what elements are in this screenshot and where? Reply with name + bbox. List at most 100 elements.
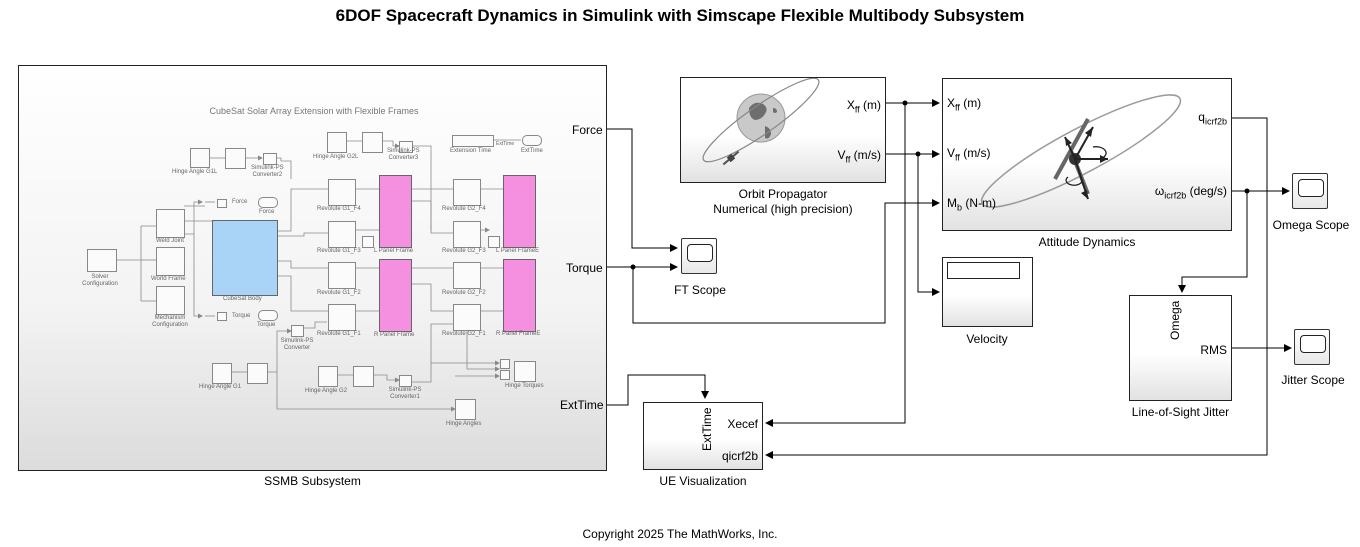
velocity-line — [917, 154, 940, 296]
revolute-g1-f2-label: Revolute G1_F2 — [317, 290, 361, 296]
orbit-xff-port: Xff (m) — [846, 98, 881, 115]
junction-dot — [915, 151, 921, 157]
solver-configuration-block — [87, 249, 117, 272]
hinge-g1-gain-block — [247, 363, 268, 384]
sps-converter3-block — [399, 141, 413, 153]
los-omega-port: Omega — [1168, 300, 1182, 340]
q-line — [765, 117, 1268, 459]
hinge-torque-mux-1 — [500, 359, 510, 369]
weld-joint-block — [156, 209, 185, 238]
hinge-angle-g1l-label: Hinge Angle G1L — [172, 169, 218, 175]
force-outport-label: Force — [259, 209, 275, 215]
l-panel-frame-e-label: L Panel FrameE — [496, 248, 540, 254]
ext-time-outport — [522, 135, 542, 146]
hinge-angle-g1l-block — [190, 148, 210, 168]
orbit-vff-port: Vff (m/s) — [837, 148, 881, 165]
ext-time-tag: ExtTime — [496, 141, 515, 147]
attitude-dynamics-label: Attitude Dynamics — [1038, 235, 1136, 249]
revolute-g2-f3-block — [453, 221, 481, 248]
r-panel-frame-block — [379, 259, 412, 332]
hinge-g2-gain-block — [353, 366, 374, 387]
copyright-notice: Copyright 2025 The MathWorks, Inc. — [582, 527, 778, 541]
force-line — [606, 128, 678, 252]
revolute-g2-f4-label: Revolute G2_F4 — [442, 206, 486, 212]
velocity-readout — [947, 262, 1020, 279]
force-sensor-block — [217, 199, 227, 208]
ft-scope-block[interactable] — [681, 238, 717, 274]
los-rms-port: RMS — [1200, 343, 1227, 357]
attitude-dynamics-block[interactable]: Xff (m) Vff (m/s) Mb (N-m) qicrf2b ωicrf… — [942, 78, 1232, 231]
torque-outport-label: Torque — [257, 322, 276, 328]
torque-tag: Torque — [232, 313, 251, 319]
hinge-g1l-gain-block — [225, 148, 246, 169]
inner-title: CubeSat Solar Array Extension with Flexi… — [209, 106, 419, 116]
revolute-g1-f2-block — [328, 262, 356, 289]
omega-scope-screen-icon — [1298, 179, 1324, 197]
attitude-omega-port: ωicrf2b (deg/s) — [1154, 184, 1227, 201]
revolute-g2-f2-block — [453, 262, 481, 289]
ext-time-outport-label: ExtTime — [521, 148, 543, 154]
r-panel-frame-label: R Panel Frame — [374, 332, 415, 338]
ssmb-subsystem-label: SSMB Subsystem — [264, 474, 361, 488]
hinge-torques-label: Hinge Torques — [505, 383, 544, 389]
hinge-angle-g2-label: Hinge Angle G2 — [305, 388, 348, 394]
exttime-line — [606, 374, 709, 406]
force-outport — [258, 197, 278, 208]
omega-scope-label: Omega Scope — [1272, 218, 1350, 232]
cubesat-body-block — [212, 220, 278, 296]
attitude-mb-port: Mb (N-m) — [947, 196, 996, 213]
velocity-label: Velocity — [966, 332, 1008, 346]
force-port-label: Force — [572, 123, 603, 137]
l-panel-frame-label: L Panel Frame — [374, 248, 414, 254]
revolute-g1-f1-label: Revolute G1_F1 — [317, 331, 361, 337]
hinge-torques-scope — [514, 361, 536, 382]
orbit-propagator-block[interactable]: Xff (m) Vff (m/s) — [680, 77, 886, 183]
revolute-g2-f2-label: Revolute G2_F2 — [442, 290, 486, 296]
velocity-display-block[interactable] — [942, 257, 1033, 327]
hinge-angle-g1-block — [212, 363, 232, 384]
torque-port-label: Torque — [566, 261, 603, 275]
extension-time-block — [452, 135, 494, 147]
attitude-q-port: qicrf2b — [1198, 110, 1227, 127]
world-frame-label: World Frame — [151, 276, 186, 282]
los-jitter-block[interactable]: Omega RMS — [1129, 295, 1232, 401]
force-tag: Force — [232, 199, 248, 205]
ue-visualization-block[interactable]: ExtTime Xecef qicrf2b — [643, 402, 763, 470]
hinge-angle-g2-block — [318, 366, 338, 387]
jitter-scope-label: Jitter Scope — [1281, 373, 1345, 387]
jitter-scope-screen-icon — [1300, 335, 1326, 353]
ssmb-subsystem-block[interactable]: CubeSat Solar Array Extension with Flexi… — [18, 65, 607, 471]
xecef-line — [765, 103, 906, 427]
hinge-angle-g2l-label: Hinge Angle G2L — [313, 154, 359, 160]
hinge-angles-scope — [455, 399, 476, 420]
ue-qicrf2b-port: qicrf2b — [721, 449, 758, 463]
ue-visualization-label: UE Visualization — [659, 474, 747, 488]
revolute-g2-f1-block — [453, 304, 481, 331]
hinge-angle-g2l-block — [327, 132, 347, 153]
hinge-torque-mux-2 — [500, 370, 510, 380]
ssmb-inner-diagram — [116, 139, 521, 412]
junction-dot — [630, 264, 636, 270]
revolute-g2-f3-label: Revolute G2_F3 — [442, 248, 486, 254]
exttime-port-label: ExtTime — [560, 398, 604, 412]
junction-dot — [1244, 188, 1250, 194]
earth-orbit-icon — [702, 78, 820, 166]
jitter-scope-block[interactable] — [1294, 329, 1330, 365]
revolute-g1-f1-block — [328, 304, 356, 331]
omega-scope-block[interactable] — [1292, 173, 1328, 209]
hinge-g2l-gain-block — [362, 132, 383, 153]
l-panel-frame-e-block — [503, 175, 536, 248]
sps-converter2-block — [263, 153, 277, 165]
g2-f3-sensor-block — [488, 236, 500, 248]
omega-los-line — [1178, 191, 1248, 293]
l-panel-frame-block — [379, 175, 412, 248]
ft-scope-screen-icon — [687, 244, 713, 262]
revolute-g1-f3-label: Revolute G1_F3 — [317, 248, 361, 254]
attitude-xff-port: Xff (m) — [947, 96, 982, 113]
